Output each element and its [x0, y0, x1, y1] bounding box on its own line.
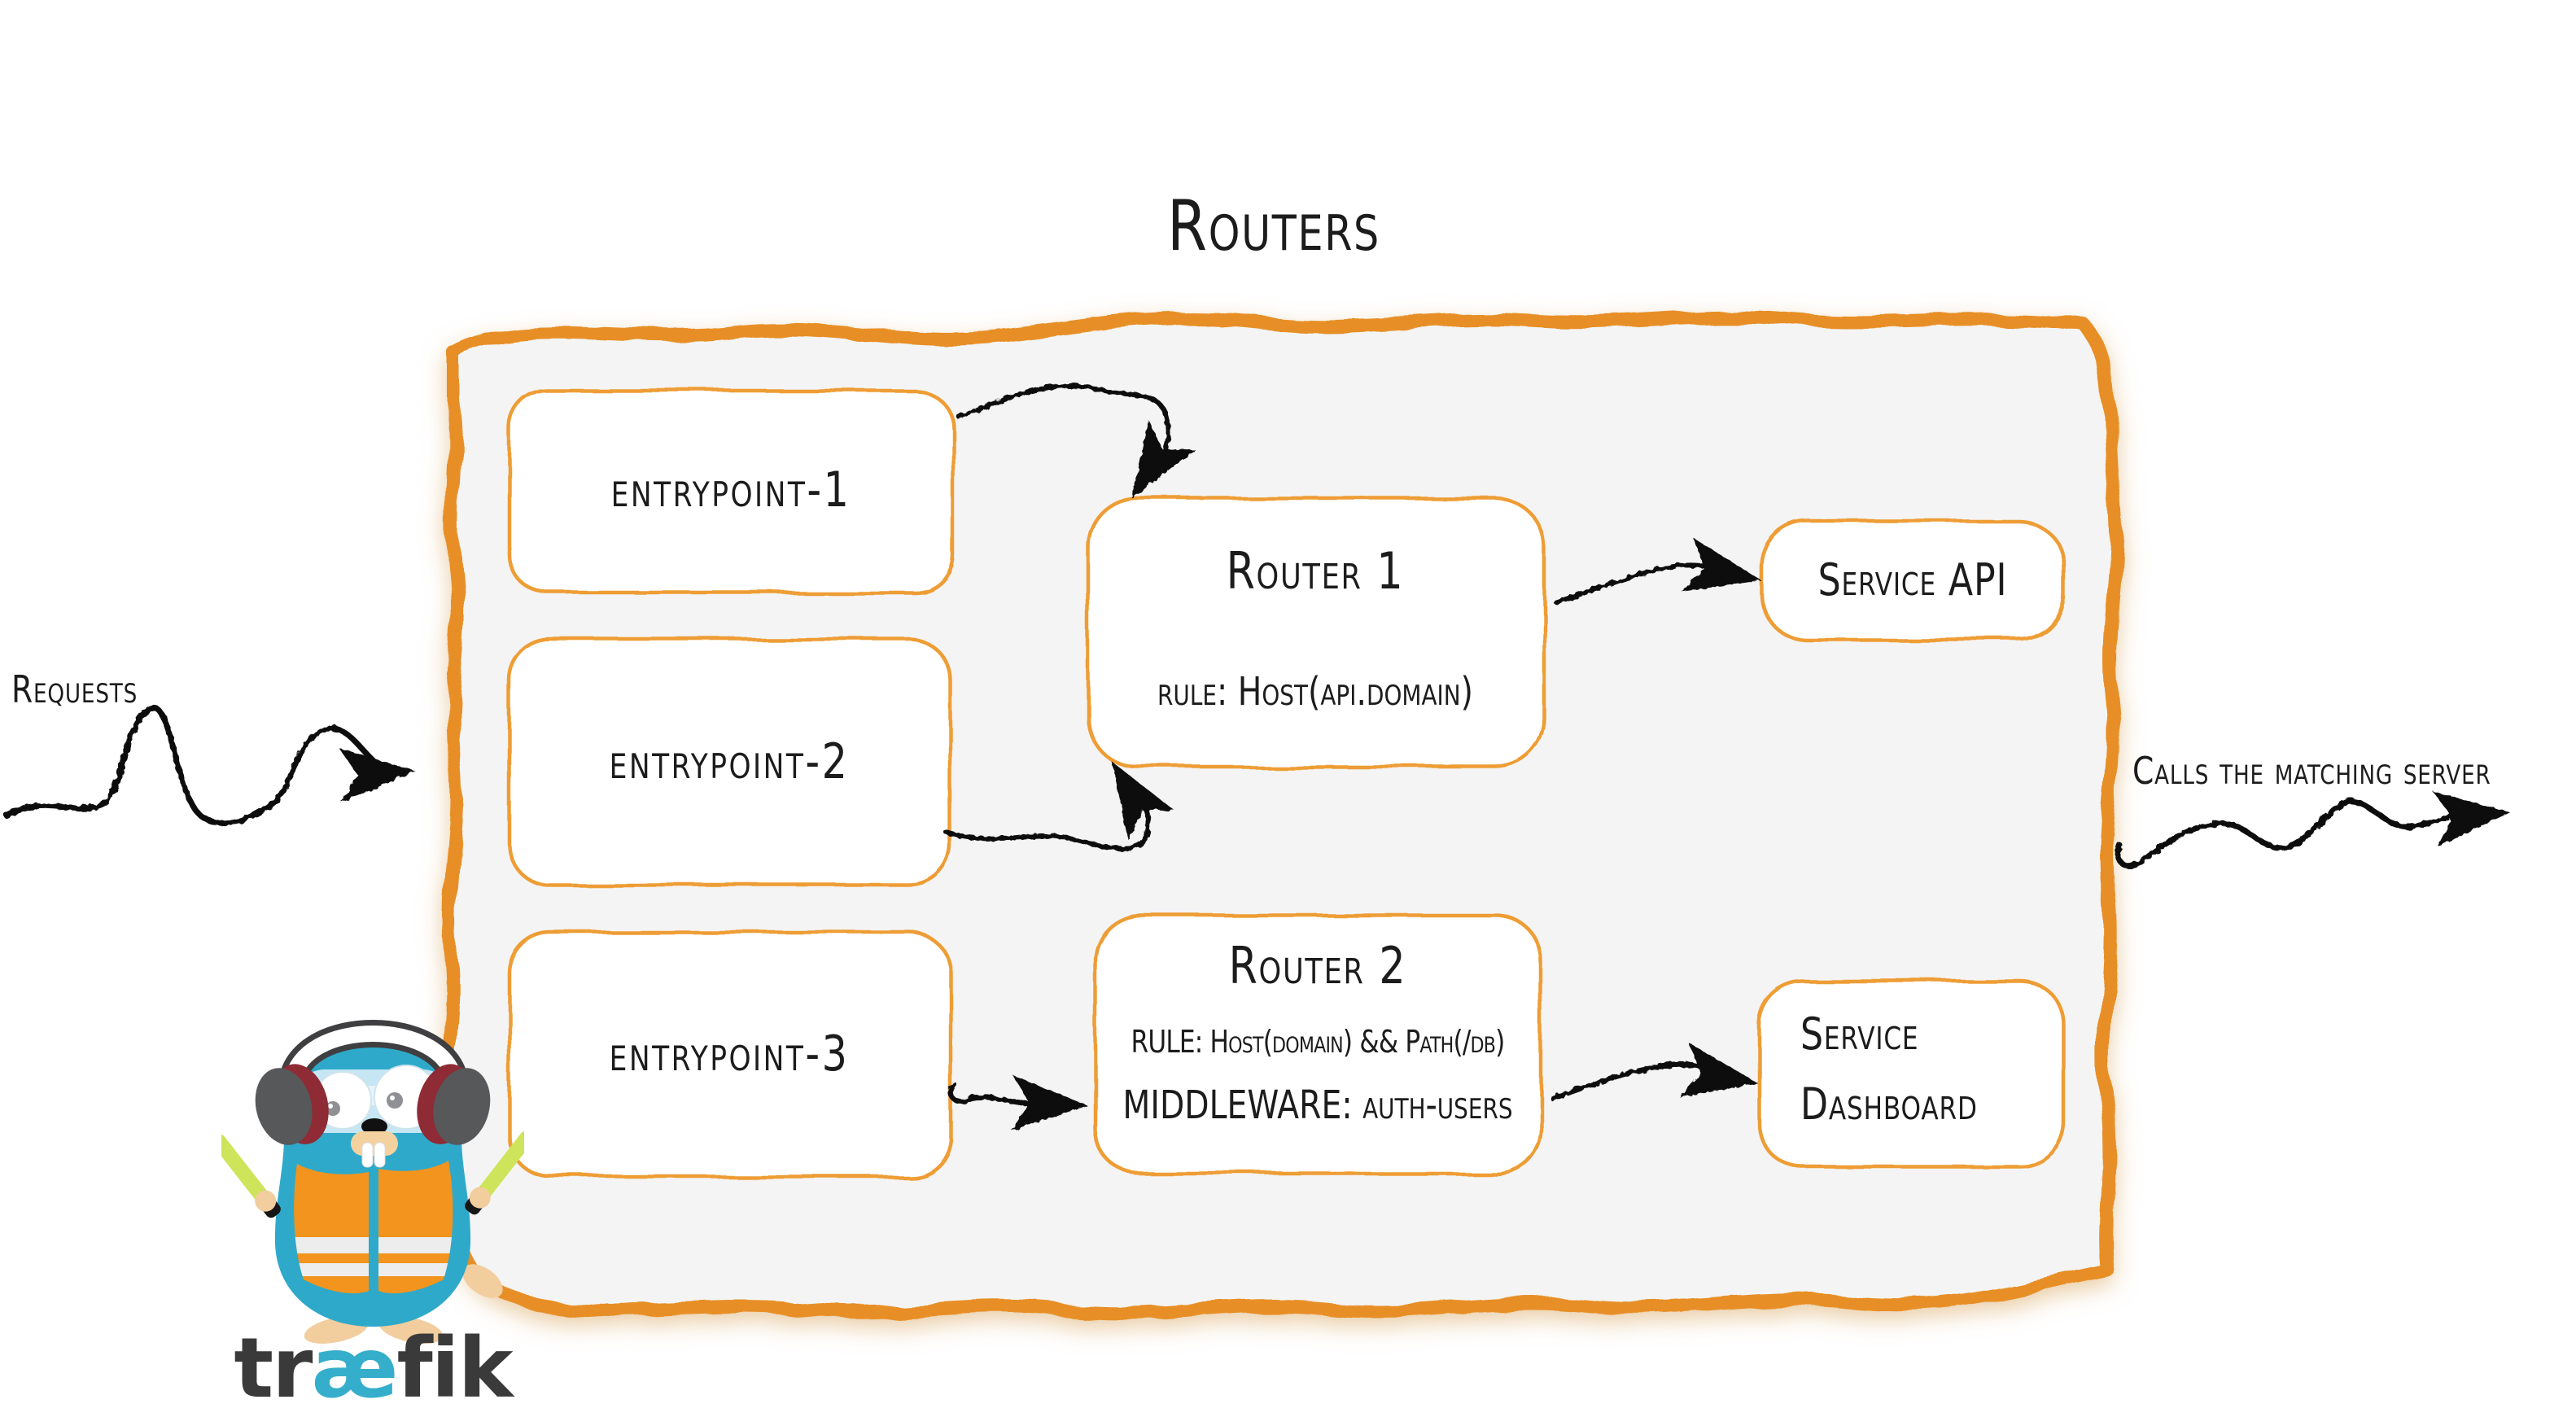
requests-arrow [3, 705, 391, 826]
entrypoint-1-label: entrypoint-1 [610, 461, 851, 518]
traefik-wordmark: træfik [210, 1320, 536, 1417]
page-title: Routers [1167, 186, 1380, 267]
traefik-gopher-icon [221, 1020, 524, 1344]
router-1-title: Router 1 [1226, 541, 1405, 601]
wordmark-tr: tr [234, 1320, 313, 1417]
entrypoint-3-label: entrypoint-3 [609, 1026, 850, 1082]
requests-arrowhead [346, 750, 409, 797]
calls-label: Calls the matching server [2132, 749, 2491, 793]
wordmark-ae: æ [311, 1320, 398, 1417]
service-api-box [1759, 518, 2066, 642]
entrypoint1-to-router1-arrow [956, 383, 1171, 488]
router-2-rule: RULE: Host(domain) && Path(/db) [1131, 1024, 1506, 1060]
entrypoint-3-box [506, 929, 952, 1179]
router-2-middleware: MIDDLEWARE: auth-users [1122, 1082, 1513, 1128]
entrypoint-1-box [507, 388, 956, 595]
router-1-box [1086, 496, 1546, 769]
entrypoint-2-box [506, 636, 952, 887]
entrypoint-2-label: entrypoint-2 [609, 733, 850, 790]
requests-label: Requests [11, 667, 138, 711]
service-api-label: Service API [1817, 554, 2008, 606]
router-2-box [1092, 912, 1543, 1176]
wordmark-fik: fik [396, 1320, 513, 1417]
service-dashboard-box [1756, 978, 2066, 1169]
router-1-rule: rule: Host(api.domain) [1157, 669, 1473, 715]
calls-arrow [2115, 798, 2482, 869]
service-dashboard-label: Service Dashboard [1800, 1008, 1978, 1130]
router-2-title: Router 2 [1228, 936, 1407, 995]
